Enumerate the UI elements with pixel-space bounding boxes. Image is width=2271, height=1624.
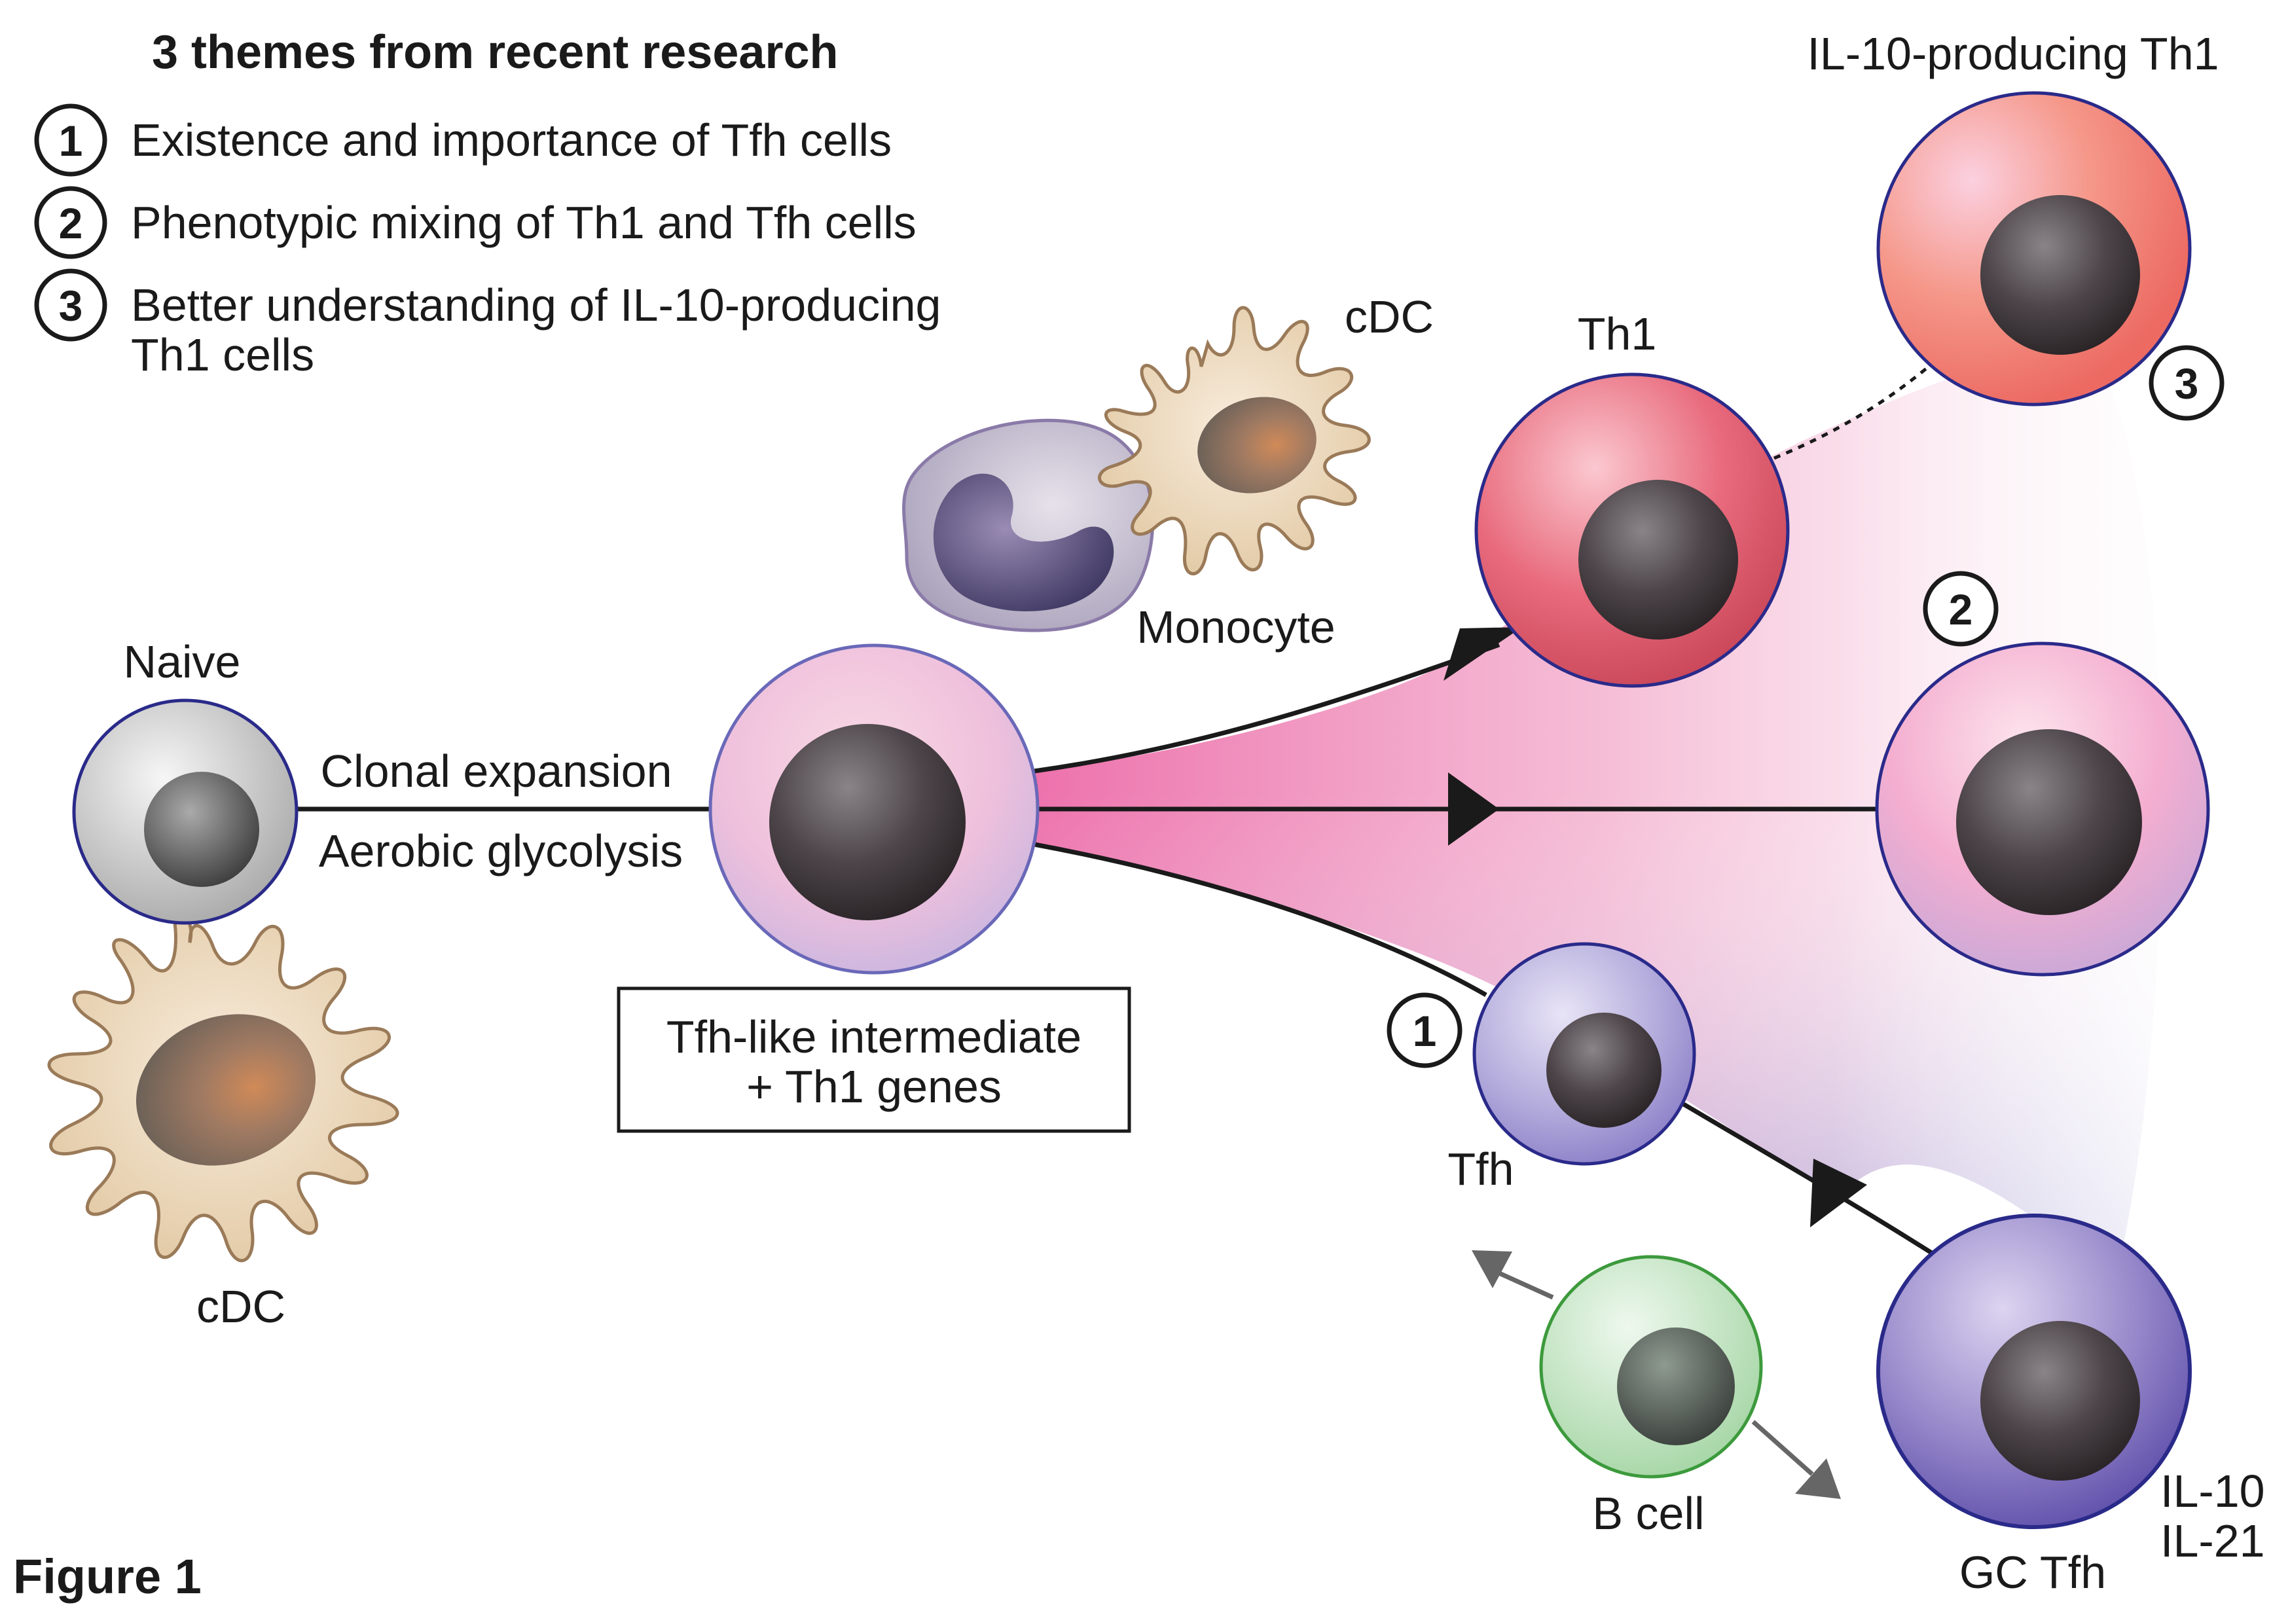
marker-number: 2 [1949,585,1973,634]
mixed-nucleus [1956,729,2142,915]
labels: Naive cDC cDC Monocyte Clonal expansion … [13,28,2265,1604]
cdc-cell-top [1098,306,1371,575]
b-cell-nucleus [1617,1327,1735,1445]
il10-th1-nucleus [1980,195,2140,355]
th1-label: Th1 [1578,308,1657,359]
differentiation-fan [1034,351,2162,1283]
intermediate-label-line1: Tfh-like intermediate [666,1011,1081,1062]
tfh-label: Tfh [1447,1144,1514,1195]
legend-item-1: 1 Existence and importance of Tfh cells [34,103,892,177]
monocyte-nucleus [933,473,1114,611]
il21-label: IL-21 [2160,1515,2265,1566]
marker-number: 1 [1413,1007,1437,1055]
legend-number: 3 [59,281,83,330]
b-cell-label: B cell [1592,1488,1704,1539]
marker-badge [1923,571,1999,647]
naive-cell [72,698,299,925]
monocyte-label: Monocyte [1136,602,1335,653]
monocyte-cell [902,418,1155,632]
b-cell-arrowhead-lower [1795,1458,1841,1499]
b-cell-arrow-line-lower [1751,1420,1814,1476]
cdc-top-label: cDC [1345,291,1434,342]
tfh-nucleus [1546,1013,1662,1128]
legend: 3 themes from recent research 1 Existenc… [34,26,941,380]
th1-cell [1474,372,1790,688]
legend-text: Existence and importance of Tfh cells [131,115,892,166]
legend-number-badge [34,268,107,342]
legend-text-continued: Th1 cells [131,329,314,380]
th1-arrowhead [1444,627,1522,681]
intermediate-label-box [617,986,1131,1133]
marker-tfh: 1 [1387,992,1463,1068]
intermediate-nucleus [769,724,966,920]
gc-tfh-nucleus [1980,1321,2140,1481]
b-cell-arrow-line-upper [1498,1271,1554,1300]
legend-text: Better understanding of IL-10-producing [131,280,941,331]
legend-number-badge [34,186,107,259]
gc-tfh-cell [1876,1214,2192,1529]
marker-mixed: 2 [1923,571,1999,647]
cdc-cell-left [47,912,399,1263]
marker-badge [2149,345,2225,421]
intermediate-cell [708,643,1040,975]
il10-th1-cell [1876,91,2192,406]
gc-tfh-label: GC Tfh [1959,1547,2106,1598]
legend-item-3: 3 Better understanding of IL-10-producin… [34,268,941,380]
tfh-cell [1472,942,1696,1166]
cdc-nucleus [1197,397,1317,494]
figure-label: Figure 1 [13,1549,202,1604]
b-cell [1539,1255,1763,1479]
fan-fade [1034,351,2162,1283]
legend-title: 3 themes from recent research [152,26,839,79]
clonal-expansion-label: Clonal expansion [320,746,672,797]
il10-th1-label: IL-10-producing Th1 [1807,28,2219,79]
mixed-cell [1875,641,2210,977]
marker-badge [1387,992,1463,1068]
intermediate-label-line2: + Th1 genes [746,1061,1002,1112]
aerobic-glycolysis-label: Aerobic glycolysis [319,825,683,876]
cdc-left-label: cDC [196,1281,285,1332]
legend-text: Phenotypic mixing of Th1 and Tfh cells [131,197,917,248]
marker-il10-th1: 3 [2149,345,2225,421]
th1-arrow-line [1034,642,1500,774]
naive-nucleus [144,772,259,887]
tfh-arrow-line [1034,842,1487,998]
cdc-nucleus [136,1014,316,1166]
b-cell-arrowhead-upper [1472,1250,1512,1288]
connectors [295,352,1946,1499]
th1-nucleus [1578,480,1738,640]
gc-tfh-arrowhead [1810,1159,1867,1227]
naive-label: Naive [124,636,241,687]
il10-label: IL-10 [2160,1466,2265,1517]
legend-number: 1 [59,117,83,165]
mixed-arrowhead [1448,772,1499,846]
marker-number: 3 [2175,359,2199,408]
legend-number-badge [34,103,107,177]
legend-number: 2 [59,199,83,247]
legend-item-2: 2 Phenotypic mixing of Th1 and Tfh cells [34,186,917,259]
il10-th1-dotted-line [1773,352,1946,460]
